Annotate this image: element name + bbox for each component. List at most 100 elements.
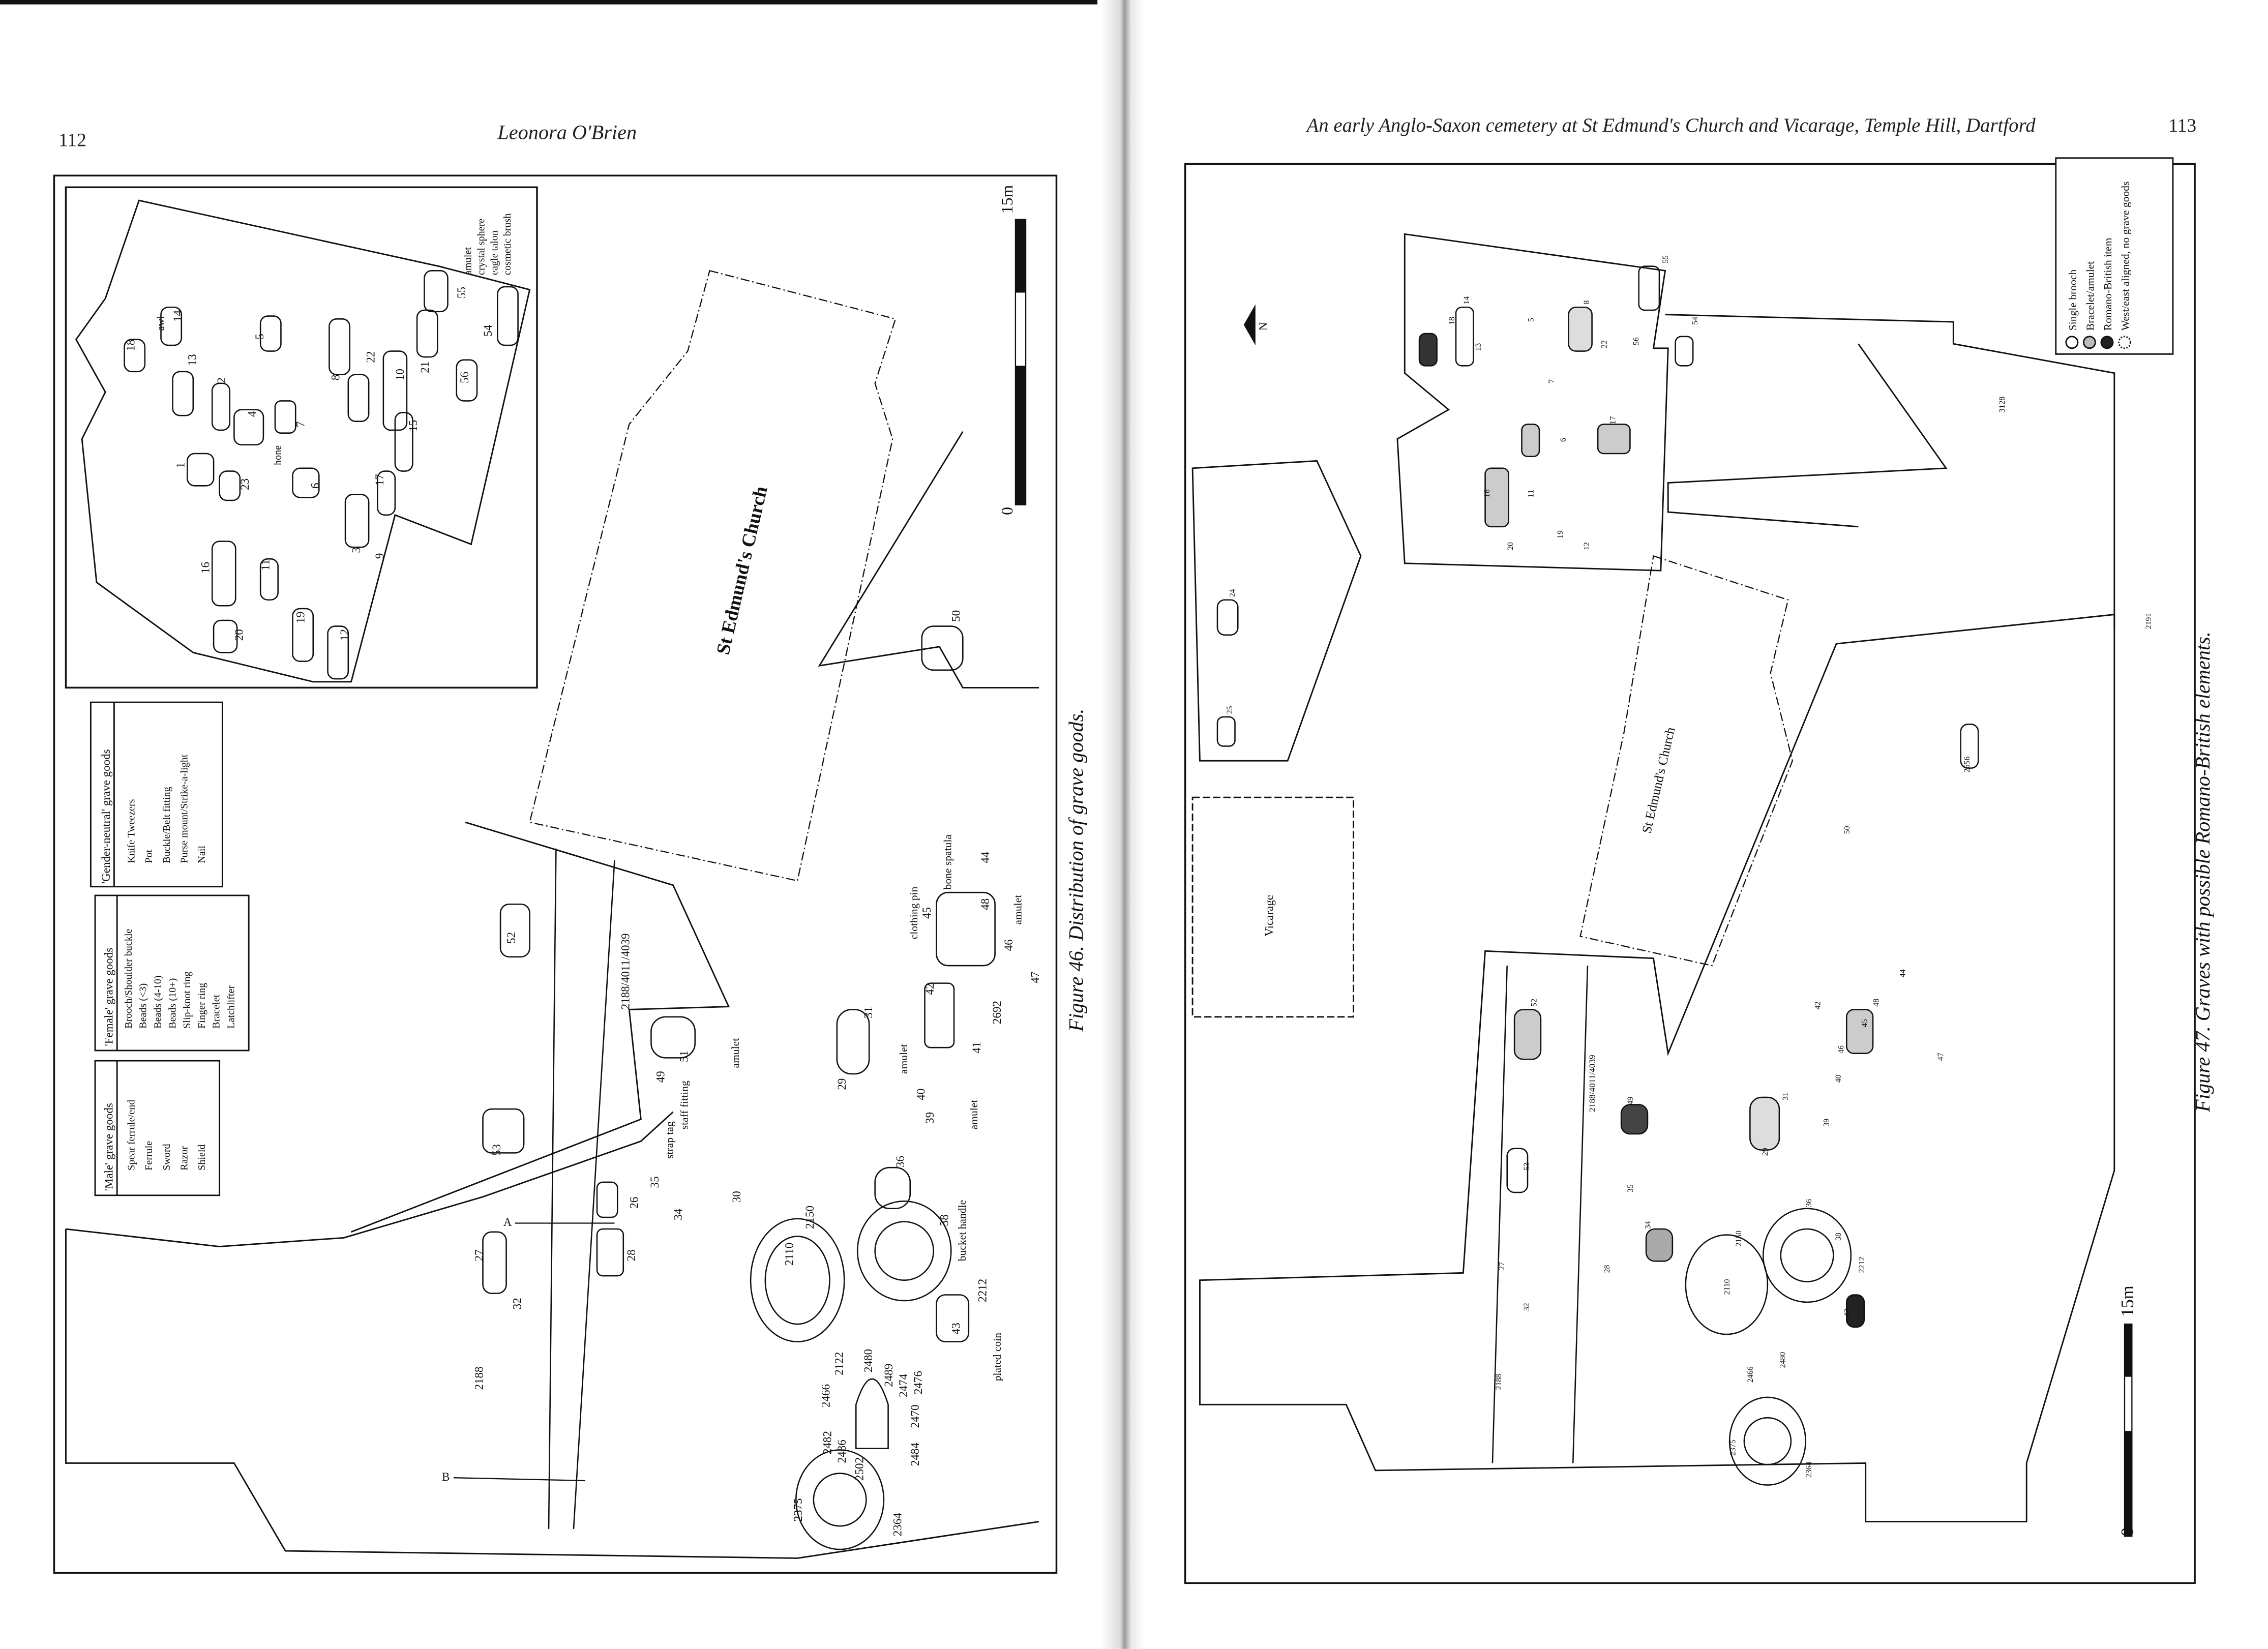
feature-label: 2188 bbox=[472, 1367, 486, 1390]
grave-number: 15 bbox=[406, 420, 420, 432]
grave-number: 53 bbox=[490, 1144, 503, 1156]
grave-number: 2489 bbox=[882, 1364, 895, 1387]
grave-number: 56 bbox=[458, 372, 471, 383]
note-label: bucket handle bbox=[956, 1200, 968, 1261]
figure-frame bbox=[53, 174, 1058, 1574]
north-label: N bbox=[1257, 322, 1270, 331]
grave-number: 50 bbox=[1843, 826, 1852, 834]
note-label: crystal sphere bbox=[475, 219, 487, 275]
grave-number: 4 bbox=[246, 411, 259, 417]
grave-number: 36 bbox=[893, 1156, 907, 1167]
grave-number: 45 bbox=[920, 907, 933, 919]
grave-number: 23 bbox=[238, 478, 251, 490]
grave-number: 22 bbox=[364, 351, 377, 363]
grave-number: 55 bbox=[1661, 255, 1670, 263]
note-label: staff fitting bbox=[678, 1081, 690, 1129]
grave-number: 16 bbox=[198, 562, 212, 574]
grave-number: 11 bbox=[1527, 490, 1536, 497]
grave-number: 52 bbox=[504, 932, 518, 944]
grave-number: 2375 bbox=[1729, 1440, 1738, 1456]
legend-item: Nail bbox=[196, 846, 207, 863]
grave-number: 2110 bbox=[1723, 1279, 1732, 1295]
grave-number: 2486 bbox=[835, 1440, 848, 1463]
grave-number: 5 bbox=[1527, 318, 1536, 322]
legend-neutral: 'Gender-neutral' grave goods Knife Tweez… bbox=[89, 701, 223, 888]
section-marker: A bbox=[503, 1215, 512, 1228]
note-label: bone spatula bbox=[941, 834, 953, 890]
page-number-left: 112 bbox=[58, 129, 86, 151]
inset-excavation-outline bbox=[1396, 233, 1669, 572]
note-label: amulet bbox=[463, 247, 474, 275]
note-label: cosmetic brush bbox=[502, 214, 513, 275]
grave-number: 47 bbox=[1028, 972, 1041, 983]
grave-number: 21 bbox=[418, 362, 431, 373]
grave-number: 2656 bbox=[1963, 757, 1972, 773]
grave-number: 29 bbox=[1761, 1148, 1770, 1156]
grave-number: 2122 bbox=[832, 1352, 845, 1375]
grave-number: 40 bbox=[1834, 1074, 1843, 1083]
grave-number: 34 bbox=[671, 1208, 684, 1220]
grave-number: 24 bbox=[1229, 589, 1237, 597]
scale-bar: 15m 0 bbox=[998, 185, 1027, 515]
grave-number: 30 bbox=[730, 1191, 743, 1203]
grave-number: 20 bbox=[232, 629, 246, 641]
legend-item: Bracelet bbox=[211, 994, 222, 1028]
grave-number: 49 bbox=[653, 1071, 667, 1083]
grave-number: 32 bbox=[510, 1298, 523, 1309]
legend-item: Single brooch bbox=[2067, 269, 2079, 331]
inset-excavation-outline bbox=[75, 199, 531, 683]
grave-number: 42 bbox=[1813, 1001, 1822, 1009]
church-outline bbox=[1579, 555, 1794, 967]
grave-number: 2364 bbox=[1805, 1461, 1813, 1478]
grave-number: 50 bbox=[949, 610, 963, 622]
grave-number: 34 bbox=[1644, 1221, 1653, 1229]
grave-number: 2375 bbox=[791, 1498, 804, 1521]
grave-number: 41 bbox=[970, 1042, 983, 1054]
legend-title: 'Gender-neutral' grave goods bbox=[99, 749, 112, 884]
legend-item: Spear ferrule/end bbox=[126, 1100, 137, 1171]
vicarage-label: Vicarage bbox=[1262, 895, 1275, 937]
figure-frame bbox=[1184, 163, 2196, 1584]
grave-number: 25 bbox=[1226, 706, 1234, 714]
ditch-lines bbox=[548, 848, 615, 1529]
grave-number: 51 bbox=[677, 1051, 690, 1062]
scale-zero: 0 bbox=[2118, 1527, 2137, 1536]
grave-number: 35 bbox=[1626, 1184, 1635, 1192]
legend-item: Brooch/Shoulder buckle bbox=[123, 929, 134, 1029]
grave-good-notes: amulet staff fitting strap tag clothing … bbox=[664, 834, 1024, 1382]
grave-number: 13 bbox=[186, 354, 199, 366]
legend-item: Knife Tweezers bbox=[126, 799, 137, 863]
grave-number: 16 bbox=[1483, 489, 1491, 497]
grave-number: 2110 bbox=[783, 1243, 796, 1266]
grave-number: 2476 bbox=[911, 1371, 924, 1394]
grave-number: 29 bbox=[835, 1078, 848, 1090]
book-gutter bbox=[1100, 0, 1145, 1649]
running-head-left: Leonora O'Brien bbox=[497, 123, 637, 145]
legend-item: Sword bbox=[161, 1144, 172, 1171]
legend-item: Finger ring bbox=[196, 983, 207, 1029]
grave-number: 13 bbox=[1474, 343, 1483, 351]
legend-male: 'Male' grave goods Spear ferrule/end Fer… bbox=[94, 1060, 221, 1196]
grave-number: 2212 bbox=[1858, 1257, 1866, 1273]
site-boundary bbox=[65, 1229, 1039, 1559]
grave-number: 14 bbox=[1463, 296, 1471, 305]
grave-number: 2 bbox=[215, 377, 228, 383]
scale-zero: 0 bbox=[998, 507, 1016, 515]
grave-number: 43 bbox=[949, 1323, 963, 1334]
site-boundary bbox=[1191, 460, 1362, 762]
grave-numbers: 52 53 27 32 28 26 35 34 30 49 51 31 29 4… bbox=[472, 610, 1041, 1536]
scan-edge bbox=[0, 0, 1098, 5]
grave-number: 32 bbox=[1523, 1303, 1531, 1311]
grave-number: 2502 bbox=[853, 1457, 866, 1481]
grave-number: 54 bbox=[481, 324, 494, 337]
legend-item: Pot bbox=[143, 849, 155, 863]
site-boundary bbox=[66, 1111, 674, 1247]
grave-number: 47 bbox=[1936, 1053, 1945, 1061]
legend-romano-british: Single brooch Bracelet/amulet Romano-Bri… bbox=[2055, 157, 2174, 355]
grave-number: 27 bbox=[1498, 1262, 1506, 1270]
figure-46-map: 18 14 13 2 4 1 23 5 8 22 7 10 15 21 55 5… bbox=[53, 174, 1087, 1574]
grave-number: 55 bbox=[455, 287, 468, 298]
grave-number: 17 bbox=[1609, 416, 1618, 425]
legend-title: 'Female' grave goods bbox=[102, 948, 115, 1046]
